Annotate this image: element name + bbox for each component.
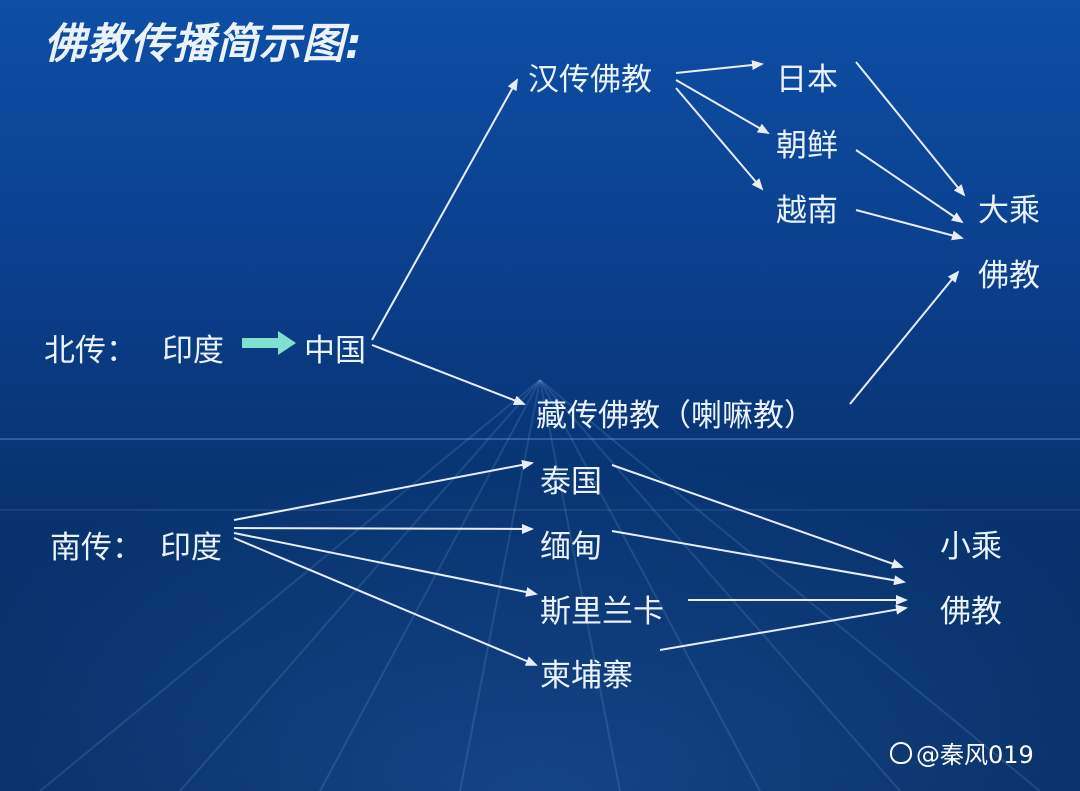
south-route-label: 南传： — [50, 530, 143, 566]
node-myanmar: 缅甸 — [540, 529, 602, 565]
node-mahayana-line1: 大乘 — [978, 193, 1040, 229]
node-han-buddhism: 汉传佛教 — [528, 62, 652, 98]
watermark: @秦风019 — [890, 735, 1034, 770]
arrow-han-japan — [675, 60, 764, 74]
arrow-vietnam-mahayana — [855, 209, 964, 241]
arrow-china-tibet — [371, 344, 526, 406]
paw-icon — [890, 741, 912, 764]
watermark-text: @秦风019 — [916, 741, 1034, 769]
arrow-thailand-hinayana — [611, 464, 904, 569]
arrow-india-cambodia — [233, 537, 538, 666]
diagram-title: 佛教传播简示图: — [44, 19, 363, 68]
north-origin-india: 印度 — [162, 333, 224, 369]
node-hinayana-line2: 佛教 — [940, 594, 1002, 630]
south-origin-india: 印度 — [160, 530, 222, 566]
divider-line — [0, 438, 1080, 440]
node-sri-lanka: 斯里兰卡 — [540, 594, 664, 630]
divider-line — [0, 509, 1080, 511]
arrow-india-thailand — [233, 459, 534, 521]
arrow-japan-mahayana — [855, 61, 966, 197]
node-thailand: 泰国 — [540, 464, 602, 500]
node-mahayana-line2: 佛教 — [978, 258, 1040, 294]
node-tibetan-buddhism: 藏传佛教（喇嘛教） — [536, 398, 815, 434]
node-china: 中国 — [304, 333, 366, 369]
node-korea: 朝鲜 — [776, 128, 838, 164]
node-cambodia: 柬埔寨 — [540, 658, 633, 694]
node-japan: 日本 — [776, 62, 838, 98]
arrow-korea-mahayana — [855, 149, 964, 224]
arrow-han-korea — [675, 79, 770, 134]
arrow-india-srilanka — [233, 532, 538, 597]
arrow-china-han — [371, 78, 518, 341]
arrow-myanmar-hinayana — [611, 530, 906, 586]
arrow-tibet-mahayana — [849, 270, 960, 405]
arrow-india-myanmar — [233, 523, 534, 534]
arrow-cambodia-hinayana — [659, 604, 908, 651]
node-vietnam: 越南 — [776, 193, 838, 229]
north-route-label: 北传： — [44, 333, 137, 369]
node-hinayana-line1: 小乘 — [940, 529, 1002, 565]
arrow-han-vietnam — [675, 87, 764, 191]
thick-arrow-india-china — [242, 331, 296, 355]
